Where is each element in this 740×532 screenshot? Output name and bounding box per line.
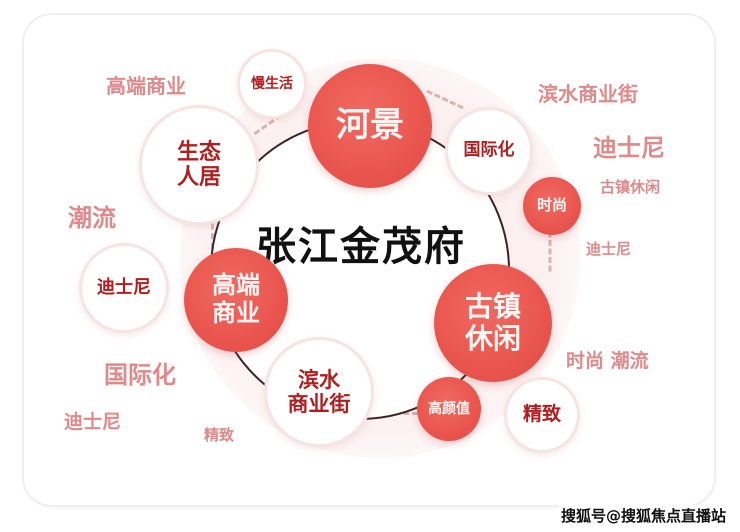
bubble-jingzhi: 精致 [507, 380, 577, 450]
bubble-label: 时尚 [536, 196, 567, 215]
tag-binshui-shangyejie: 滨水商业街 [538, 82, 638, 106]
bubble-gaoyanzhi: 高颜值 [417, 377, 481, 441]
bubble-manshenghuo: 慢生活 [240, 52, 304, 116]
tag-jingzhi: 精致 [204, 426, 235, 444]
bubble-label-line1: 古镇 [464, 289, 521, 323]
bubble-guzhen: 古镇 休闲 [434, 264, 552, 382]
tag-guojihua: 国际化 [104, 361, 176, 389]
bubble-label-line1: 高端 [212, 271, 260, 300]
bubble-label: 精致 [522, 403, 561, 426]
bubble-dishini: 迪士尼 [82, 246, 166, 330]
bubble-shengtai: 生态 人居 [142, 108, 256, 222]
tag-dishini-right: 迪士尼 [593, 134, 665, 162]
bubble-label-line2: 商业 [212, 299, 260, 327]
bubble-label: 迪士尼 [97, 276, 151, 298]
bubble-label: 高颜值 [428, 400, 470, 417]
tag-chaoliu: 潮流 [68, 204, 116, 232]
watermark: 搜狐号@搜狐焦点直播站 [558, 505, 728, 526]
bubble-hejing: 河景 [308, 64, 432, 188]
tag-dishini-left: 迪士尼 [64, 411, 122, 433]
dashed-connector [548, 231, 552, 272]
project-title: 张江金茂府 [256, 224, 466, 270]
bubble-label: 国际化 [463, 140, 515, 161]
bubble-label: 慢生活 [251, 75, 293, 92]
bubble-label-line1: 生态 [176, 139, 221, 165]
tag-shishang-chaoliu: 时尚 潮流 [566, 350, 649, 372]
bubble-label-line2: 休闲 [464, 322, 521, 355]
bubble-label-line2: 商业街 [287, 392, 351, 416]
bubble-label-line2: 人居 [176, 165, 221, 190]
bubble-gaoduan: 高端 商业 [184, 248, 288, 352]
bubble-label-line1: 滨水 [298, 367, 340, 392]
bubble-binshui: 滨水 商业街 [267, 340, 371, 444]
tag-guzhen-xiuxian: 古镇休闲 [600, 178, 661, 196]
tag-dishini-mid: 迪士尼 [586, 240, 632, 258]
bubble-shishang: 时尚 [523, 177, 581, 235]
bubble-guojihua: 国际化 [448, 110, 530, 192]
bubble-label: 河景 [336, 105, 404, 146]
tag-gaoduan-shangye: 高端商业 [106, 74, 186, 98]
